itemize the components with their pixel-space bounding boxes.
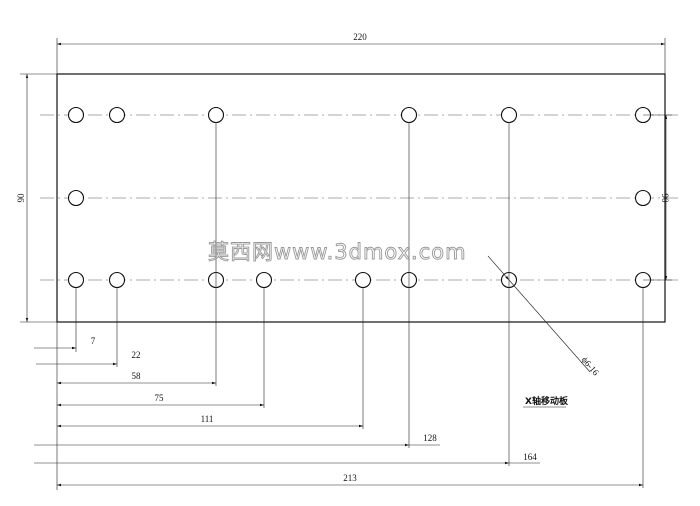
dimension-213: 213 <box>57 473 643 487</box>
dimension-label-213: 213 <box>343 473 357 483</box>
dimension-58: 58 <box>57 371 216 385</box>
hole <box>67 271 85 289</box>
dimension-128: 128 <box>34 433 440 447</box>
dimension-label-58: 58 <box>132 371 142 381</box>
hole <box>255 271 273 289</box>
hole <box>634 189 652 207</box>
dimension-label-220: 220 <box>353 32 367 42</box>
dimension-height-right: 90 <box>643 114 672 281</box>
dimension-7: 7 <box>34 336 96 350</box>
hole <box>108 271 126 289</box>
dimension-label-90-right: 90 <box>660 194 670 204</box>
dimension-height-left: 90 <box>16 73 57 323</box>
dimension-111: 111 <box>57 414 363 428</box>
hole-spec-label: ϕ6-16 <box>580 355 602 378</box>
hole <box>67 189 85 207</box>
part-label-group: X轴移动板 <box>523 395 569 408</box>
hole <box>67 106 85 124</box>
hole <box>354 271 372 289</box>
holes <box>67 106 652 289</box>
dimension-overall-width: 220 <box>56 32 666 74</box>
dimension-label-7: 7 <box>91 336 96 346</box>
hole <box>108 106 126 124</box>
dimension-label-111: 111 <box>201 414 214 424</box>
part-label: X轴移动板 <box>525 395 569 407</box>
hole <box>500 106 518 124</box>
extension-lines <box>56 122 644 490</box>
dimension-label-22: 22 <box>132 350 141 360</box>
dimension-164: 164 <box>34 452 540 465</box>
dimension-label-128: 128 <box>423 433 437 443</box>
hole <box>207 106 225 124</box>
dimension-label-164: 164 <box>523 452 537 462</box>
dimension-22: 22 <box>36 350 141 366</box>
watermark-text: 莫西网www.3dmox.com <box>208 240 467 264</box>
hole <box>400 106 418 124</box>
dimension-label-75: 75 <box>155 393 165 403</box>
dimension-75: 75 <box>57 393 264 407</box>
dimension-label-90-left: 90 <box>16 193 26 203</box>
